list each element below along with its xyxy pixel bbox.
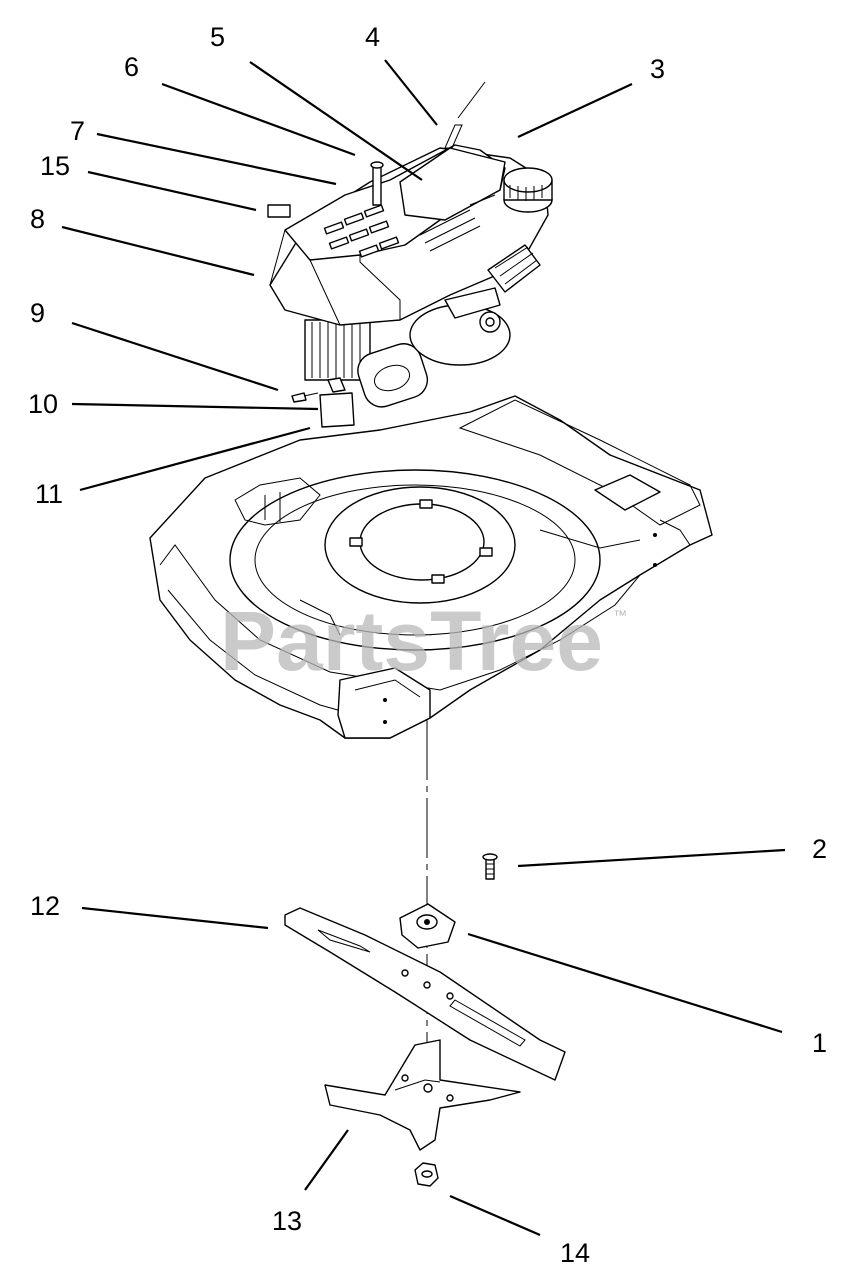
callout-4: 4 — [365, 22, 380, 52]
callout-7: 7 — [70, 116, 85, 146]
leader-7 — [96, 132, 337, 186]
callout-15: 15 — [40, 151, 70, 181]
callout-10: 10 — [28, 389, 58, 419]
callout-11: 11 — [35, 479, 63, 509]
callout-labels: 1 2 3 4 5 6 7 8 9 10 11 12 13 14 15 — [28, 22, 827, 1268]
leader-8 — [61, 225, 255, 277]
callout-6: 6 — [124, 52, 139, 82]
leader-11 — [79, 426, 311, 492]
leader-8-15 — [87, 170, 257, 212]
shroud-vents — [323, 194, 496, 258]
engine — [267, 81, 553, 408]
watermark-trademark: ™ — [613, 607, 627, 623]
leader-14 — [449, 1194, 541, 1237]
callout-2: 2 — [812, 834, 827, 864]
leader-12 — [81, 906, 269, 930]
leader-4 — [384, 59, 438, 126]
leader-10 — [71, 402, 319, 411]
callout-3: 3 — [650, 54, 665, 84]
callout-9: 9 — [30, 298, 45, 328]
leader-5 — [249, 61, 423, 181]
blade-bolt — [482, 853, 498, 880]
callout-14: 14 — [560, 1238, 590, 1268]
blade-stiffener — [324, 1039, 521, 1151]
leader-2 — [517, 848, 786, 868]
deflector-plate — [291, 377, 355, 428]
blade-adapter — [399, 903, 456, 949]
leader-1 — [467, 932, 783, 1034]
callout-13: 13 — [272, 1206, 302, 1236]
mower-blade — [284, 907, 566, 1081]
callout-5: 5 — [210, 22, 225, 52]
leader-lines — [61, 59, 786, 1237]
leader-9 — [71, 321, 279, 392]
hex-nut — [414, 1162, 439, 1187]
callout-12: 12 — [30, 891, 60, 921]
callout-8: 8 — [30, 204, 45, 234]
watermark-text: PartsTree — [220, 594, 603, 688]
mower-deck — [149, 395, 713, 739]
callout-1: 1 — [812, 1028, 827, 1058]
leader-3 — [517, 83, 633, 138]
leader-13 — [304, 1129, 349, 1191]
leader-6 — [161, 82, 356, 157]
